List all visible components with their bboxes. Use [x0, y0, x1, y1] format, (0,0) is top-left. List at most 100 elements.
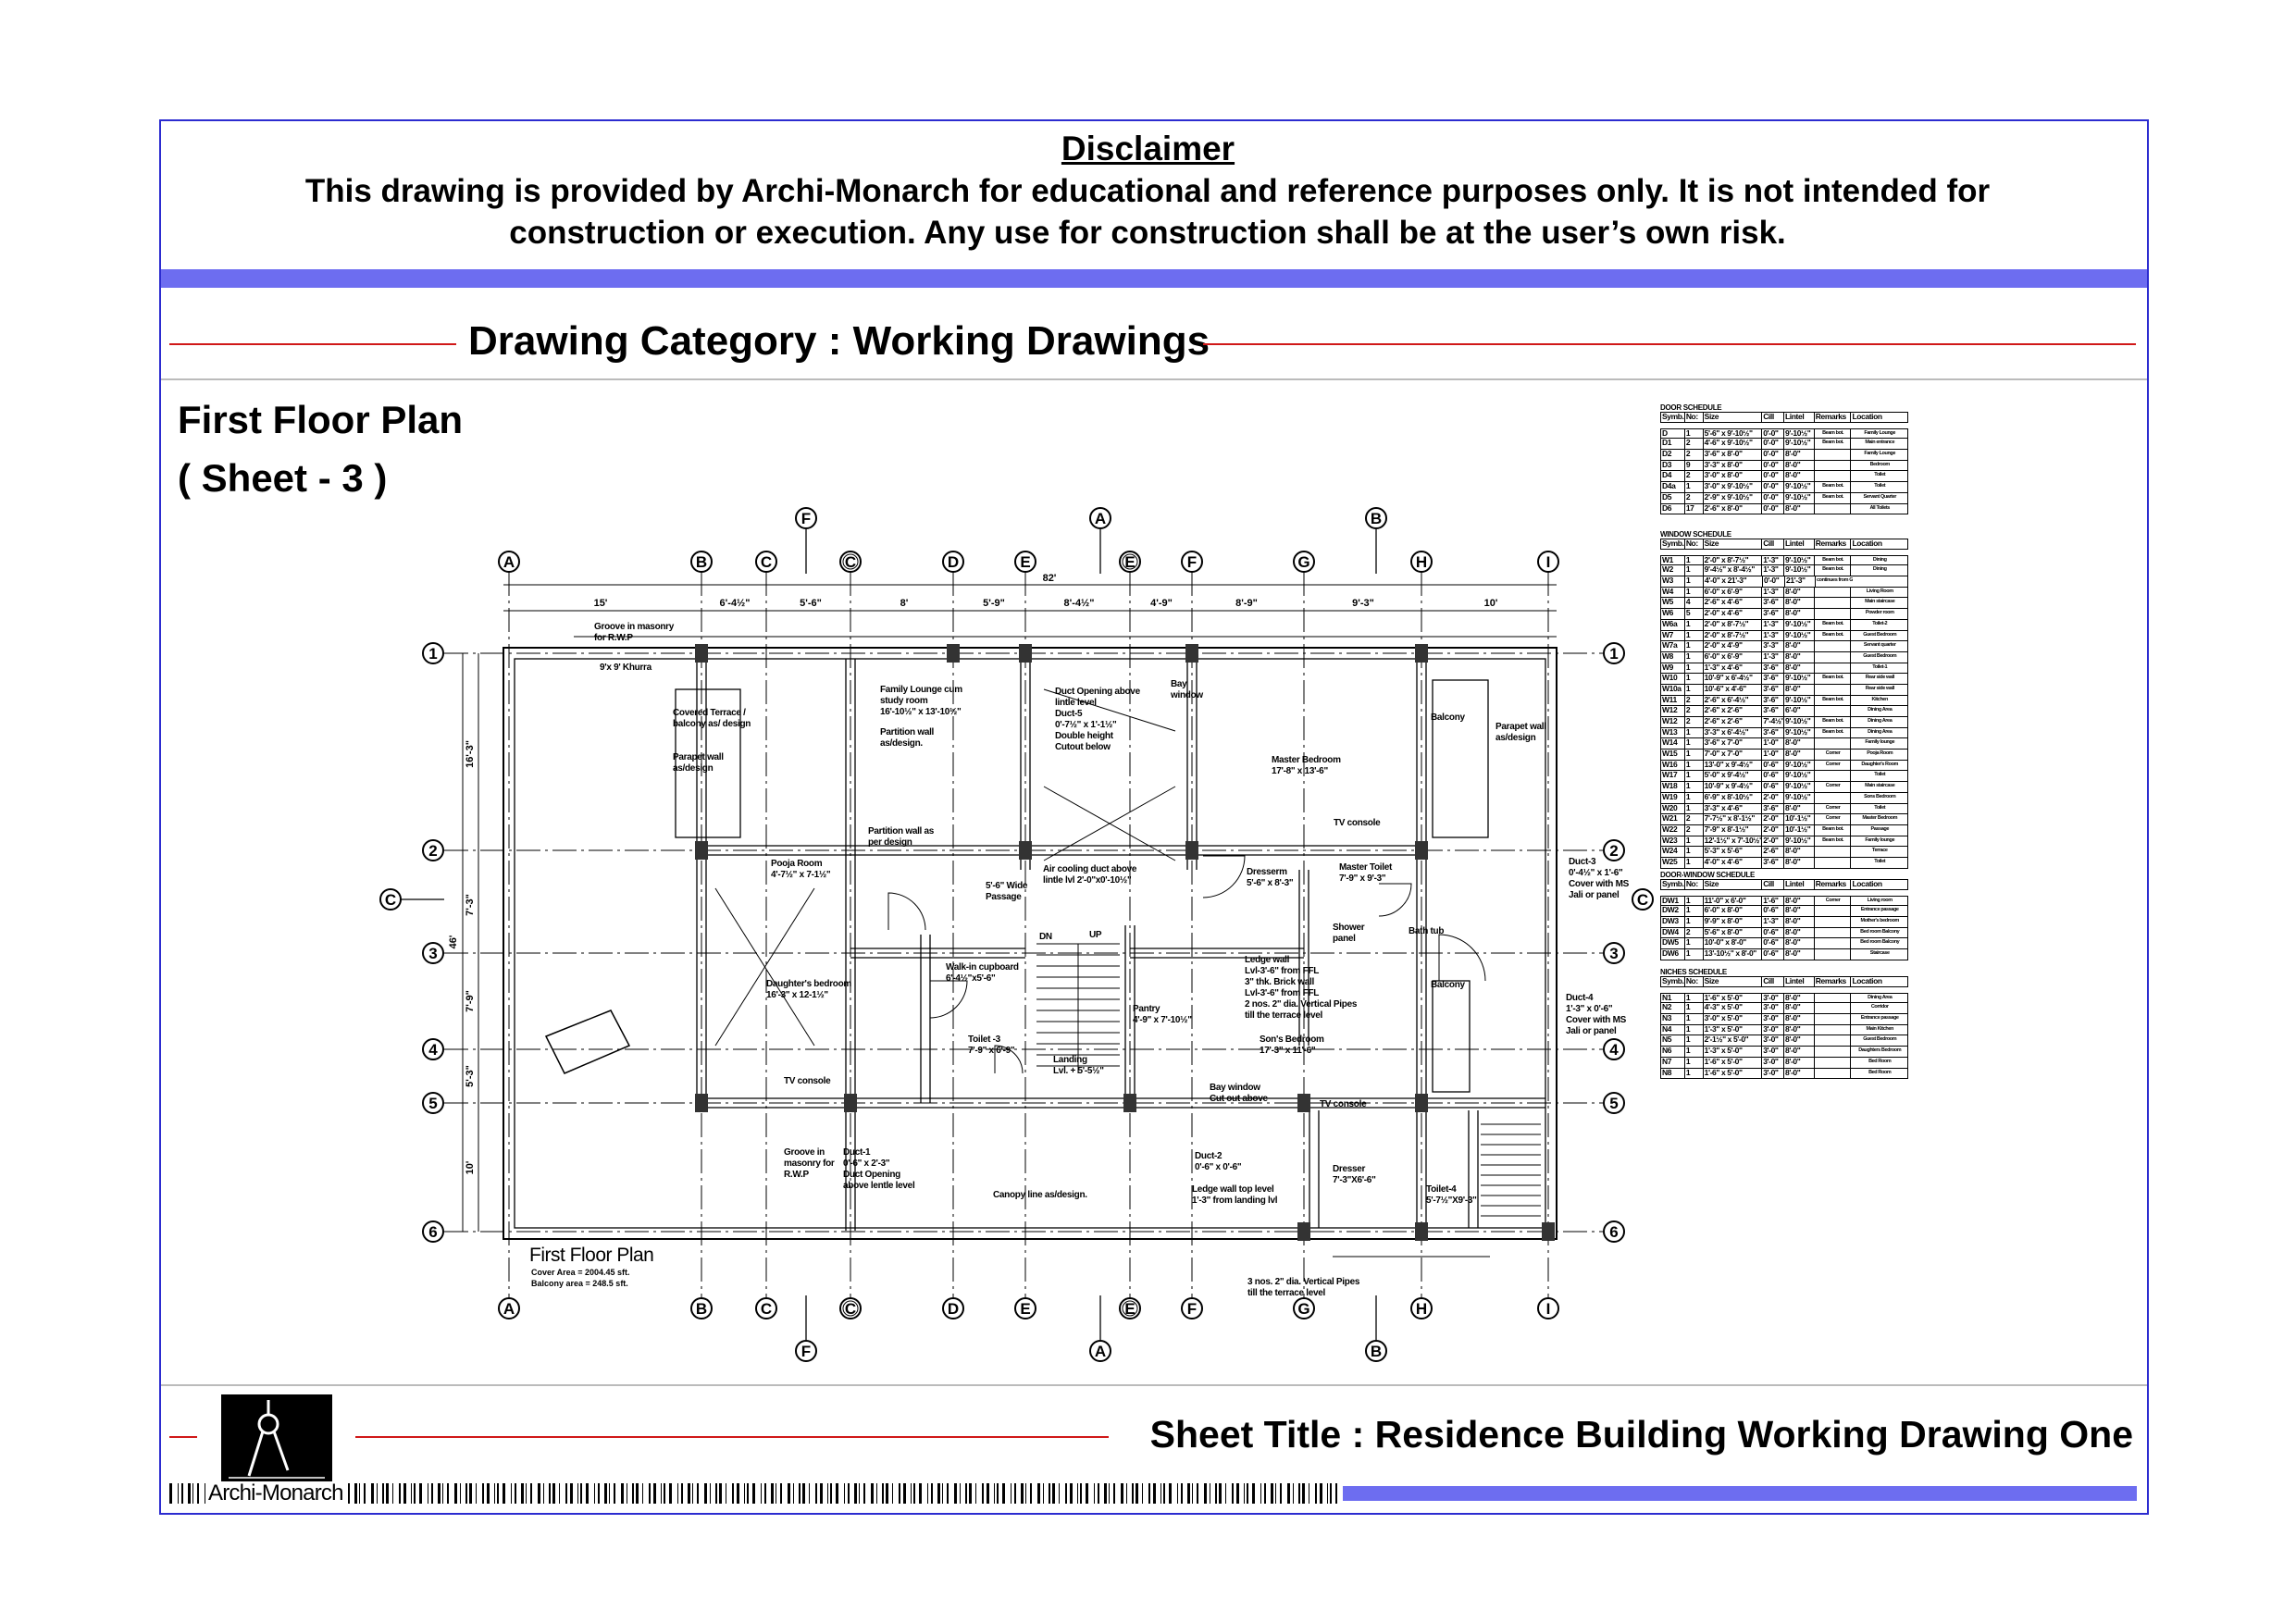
secondary-bubble-bottom: A [1095, 1343, 1106, 1360]
schedule-cell: 1 [1685, 993, 1704, 1003]
barcode-bar [1293, 1483, 1294, 1504]
schedule-cell: Main entrance [1865, 440, 1895, 446]
schedule-cell: Bedroom [1869, 461, 1891, 467]
schedule-cell: 7'-0" x 7'-0" [1704, 750, 1763, 760]
grid-bubble-right: 4 [1609, 1041, 1619, 1059]
column [1123, 1094, 1136, 1112]
secondary-bubble-top-circle [1089, 507, 1111, 529]
grid-bubble-bottom-circle [1181, 1297, 1203, 1319]
barcode-bar [913, 1483, 915, 1504]
schedule-cell [1815, 598, 1852, 609]
barcode-bar [892, 1483, 893, 1504]
overall-dimension: 82' [1042, 573, 1057, 584]
schedule-cell: Bed room Balcony [1860, 928, 1900, 935]
barcode-bar [598, 1483, 600, 1504]
secondary-bubble-top-circle [795, 507, 817, 529]
barcode-bar [1215, 1483, 1217, 1504]
schedule-cell: Remarks [1815, 413, 1852, 422]
schedule-cell: Mother's bedroom [1860, 918, 1900, 924]
schedule-cell: 1 [1685, 630, 1704, 641]
drawing-category: Drawing Category : Working Drawings [468, 318, 1210, 364]
barcode-bar [526, 1483, 527, 1504]
room-label: Groove in masonry for R.W.P [594, 622, 675, 643]
secondary-bubble-bottom-circle [1365, 1340, 1387, 1362]
barcode-bar [538, 1483, 540, 1504]
grid-bubble-top-circle [690, 551, 713, 573]
dimension-text: 8'-4½" [1063, 598, 1095, 609]
barcode-bar [1104, 1483, 1107, 1504]
barcode-bar [653, 1483, 656, 1504]
schedule-cell: W17 [1661, 771, 1685, 782]
barcode-bar [609, 1483, 610, 1504]
schedule-cell: Toilet-2 [1872, 620, 1888, 626]
schedule-title: NICHES SCHEDULE [1660, 968, 1727, 976]
schedule-cell: 3'-6" [1762, 706, 1785, 716]
barcode-bar [1002, 1483, 1005, 1504]
barcode-bar [1077, 1483, 1078, 1504]
barcode-bar [965, 1483, 967, 1504]
barcode-bar [747, 1483, 749, 1504]
schedule-cell: Remarks [1815, 539, 1852, 549]
schedule-cell: 0'-0" [1762, 450, 1785, 460]
schedule-cell: 8'-0" [1784, 1047, 1815, 1057]
door-swing [929, 980, 968, 1019]
room-label: Balcony [1431, 980, 1465, 990]
room-label: Son's Bedroom 17'-3" x 11'-6" [1260, 1035, 1324, 1056]
schedule-cell: 8'-0" [1784, 1014, 1815, 1024]
barcode-bar [570, 1483, 573, 1504]
grid-bubble-right: 3 [1609, 945, 1618, 962]
schedule-cell: 2 [1685, 450, 1704, 460]
schedule-cell: 3'-0" [1762, 1024, 1785, 1035]
grid-bubble-bottom-circle [690, 1297, 713, 1319]
barcode-bar [697, 1483, 699, 1504]
barcode-bar [377, 1483, 378, 1504]
schedule-cell: 1 [1685, 641, 1704, 651]
schedule-cell: 0'-6" [1762, 927, 1785, 938]
schedule-cell: 1 [1685, 1035, 1704, 1047]
barcode-bar [511, 1483, 512, 1504]
dimension-text: 9'-3" [1352, 598, 1374, 609]
room-label: Ledge wall Lvl-3'-6" from FFL 3" thk. Br… [1245, 955, 1358, 1021]
barcode-bar [580, 1483, 582, 1504]
schedule-cell: 9 [1685, 460, 1704, 471]
barcode-bar [1070, 1483, 1073, 1504]
schedule-cell: 1 [1685, 771, 1704, 782]
schedule-cell: 2'-0" x 8'-7½" [1704, 630, 1763, 641]
schedule-cell: Guest Bedroom [1863, 1036, 1897, 1043]
grid-bubble-bottom: I [1546, 1300, 1551, 1318]
barcode-bar [692, 1483, 693, 1504]
grid-bubble-bottom-circle-inner [1122, 1300, 1138, 1317]
compass-logo-icon [221, 1394, 332, 1481]
barcode-bar [614, 1483, 615, 1504]
schedule-cell: 8'-0" [1784, 896, 1815, 906]
schedule-cell: 2'-0" [1762, 836, 1785, 847]
cutout-cross [1043, 688, 1176, 732]
grid-bubble-bottom: A [503, 1300, 515, 1318]
schedule-cell: Entrance passage [1860, 907, 1899, 913]
schedule-cell: DW4 [1661, 927, 1685, 938]
barcode-bar [937, 1483, 940, 1504]
barcode-bar [1335, 1483, 1337, 1504]
barcode-bar [559, 1483, 560, 1504]
schedule-cell: 10'-6" x 4'-6" [1704, 684, 1763, 695]
schedule-cell [1815, 503, 1852, 514]
grid-bubble-right: 1 [1609, 645, 1618, 663]
schedule-cell: 3'-6" x 7'-0" [1704, 738, 1763, 750]
barcode-bar [661, 1483, 662, 1504]
schedule-cell: W8 [1661, 651, 1685, 663]
